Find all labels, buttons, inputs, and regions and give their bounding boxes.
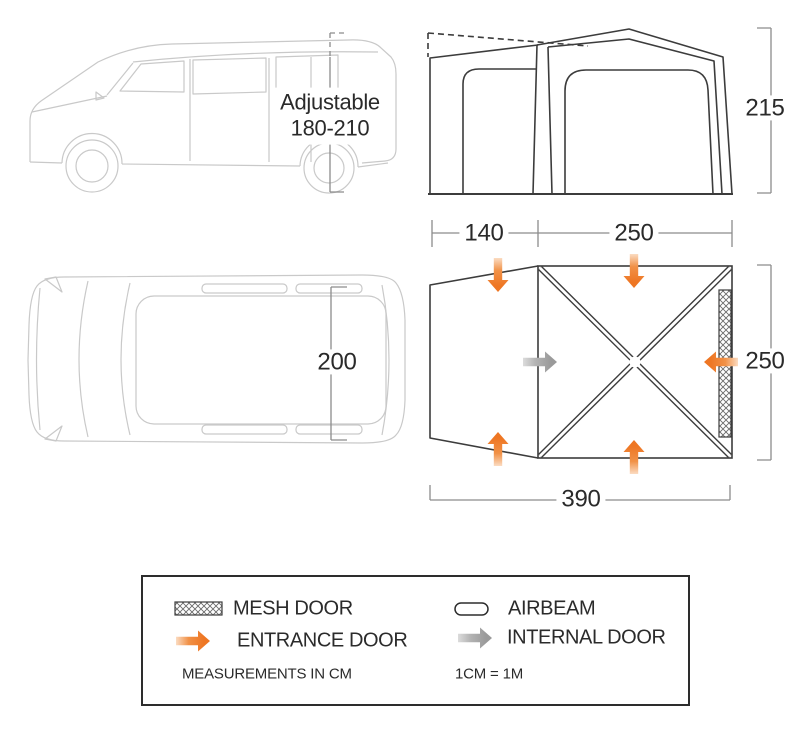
dimension-140-250-line (431, 220, 733, 247)
awning-plan-view (429, 265, 733, 459)
dimension-label-250-plan: 250 (740, 348, 790, 374)
entrance-door-arrow-bottom-main (623, 440, 645, 474)
legend-internal-door-label: INTERNAL DOOR (507, 626, 666, 649)
internal-door-arrow-plan (523, 351, 557, 373)
legend-mesh-door-label: MESH DOOR (233, 597, 353, 620)
van-top-view (27, 274, 406, 444)
airbeam-icon (454, 602, 489, 616)
dimension-label-215: 215 (740, 95, 790, 121)
adjustable-word: Adjustable (280, 89, 380, 115)
adjustable-height-label: Adjustable 180-210 (274, 87, 386, 145)
legend-measurements-note: MEASUREMENTS IN CM (182, 665, 352, 683)
legend-icons (174, 601, 492, 652)
legend-entrance-door-label: ENTRANCE DOOR (237, 629, 408, 652)
adjustable-range: 180-210 (290, 116, 370, 141)
airbeam-cross (538, 266, 732, 458)
awning-side-view (427, 28, 733, 195)
dimension-label-140: 140 (459, 220, 509, 246)
dimension-label-390: 390 (556, 486, 606, 512)
mesh-door-icon (174, 601, 223, 616)
legend-airbeam-label: AIRBEAM (508, 597, 596, 620)
dimension-label-250-top: 250 (609, 220, 659, 246)
entrance-door-arrow-top-main (623, 254, 645, 288)
legend-scale-note: 1CM = 1M (455, 665, 524, 683)
dimension-label-200: 200 (312, 349, 362, 375)
legend-box (141, 575, 690, 706)
